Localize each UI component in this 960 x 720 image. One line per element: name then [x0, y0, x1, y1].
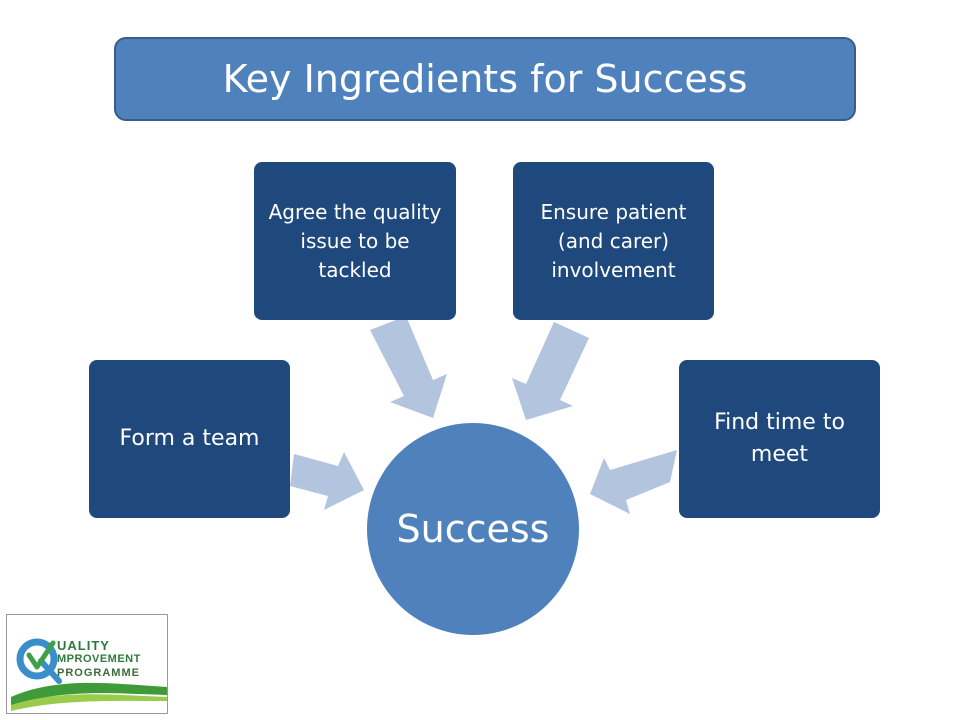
quality-improvement-logo: UALITY MPROVEMENT PROGRAMME [6, 614, 168, 714]
title-banner: Key Ingredients for Success [114, 37, 856, 121]
node-form-team: Form a team [89, 360, 290, 518]
logo-line-3: PROGRAMME [57, 667, 140, 679]
arrow-agree-issue [370, 316, 447, 418]
slide-title: Key Ingredients for Success [222, 57, 748, 101]
node-label: Ensure patient (and carer) involvement [540, 199, 687, 282]
node-agree-issue: Agree the quality issue to be tackled [254, 162, 456, 320]
node-label: Find time to meet [714, 410, 845, 467]
logo-line-2: MPROVEMENT [57, 653, 141, 665]
logo-line-1: UALITY [57, 638, 110, 653]
node-label: Form a team [119, 426, 260, 452]
logo-graphic [11, 638, 167, 711]
success-circle: Success [367, 423, 579, 635]
arrow-find-time [590, 450, 677, 514]
center-label: Success [396, 507, 550, 551]
arrow-form-team [290, 452, 364, 510]
node-find-time: Find time to meet [679, 360, 880, 518]
arrow-ensure-involvement [512, 322, 589, 420]
node-ensure-involvement: Ensure patient (and carer) involvement [513, 162, 714, 320]
node-label: Agree the quality issue to be tackled [268, 199, 442, 282]
